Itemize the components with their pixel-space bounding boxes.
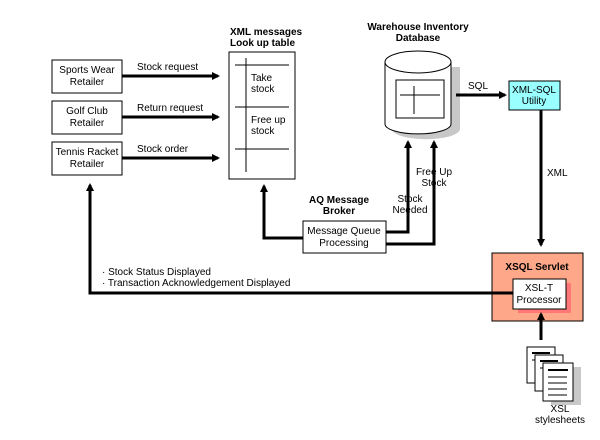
arrow-stock-needed: Stock Needed: [386, 140, 428, 234]
sql-label: SQL: [468, 81, 488, 92]
lookup-row-label: Take: [251, 73, 273, 84]
xsql-servlet: XSQL Servlet XSL-T Processor: [491, 252, 584, 322]
free-up-stock-label: Stock: [421, 178, 447, 189]
arrow-sql: SQL: [456, 81, 507, 99]
lookup-row-label: stock: [251, 84, 275, 95]
arrow-label: Stock request: [137, 62, 198, 73]
arrow-feedback: · Stock Status Displayed · Transaction A…: [86, 183, 513, 295]
broker-box-label: Message Queue: [307, 226, 381, 237]
feedback-label: · Stock Status Displayed: [102, 267, 211, 278]
stylesheets-label: XSL: [551, 404, 570, 415]
lookup-row-label: stock: [251, 126, 275, 137]
retailer-label: Retailer: [70, 159, 105, 170]
free-up-stock-label: Free Up: [416, 167, 453, 178]
arrow-broker-to-lookup: [260, 184, 303, 240]
retailer-label: Sports Wear: [59, 65, 115, 76]
retailer-label: Golf Club: [66, 106, 108, 117]
processor-label: Processor: [516, 295, 562, 306]
broker-title: Broker: [323, 206, 355, 217]
retailer-label: Retailer: [70, 77, 105, 88]
broker-title: AQ Message: [309, 195, 369, 206]
stock-needed-label: Needed: [392, 205, 427, 216]
broker-box-label: Processing: [319, 238, 368, 249]
lookup-table-title: Look up table: [230, 38, 295, 49]
feedback-label: · Transaction Acknowledgement Displayed: [102, 278, 290, 289]
retailer-sports-wear: Sports Wear Retailer: [51, 59, 123, 94]
processor-label: XSL-T: [525, 283, 553, 294]
document-icon: [542, 362, 581, 405]
retailer-label: Tennis Racket: [56, 147, 119, 158]
database-title: Warehouse Inventory: [367, 22, 469, 33]
retailer-label: Retailer: [70, 118, 105, 129]
arrow-return-request: Return request: [122, 103, 220, 121]
arrow-xml: XML: [537, 110, 568, 247]
lookup-table-title: XML messages: [230, 27, 303, 38]
stock-needed-label: Stock: [397, 194, 423, 205]
servlet-title: XSQL Servlet: [505, 262, 569, 273]
aq-message-broker: AQ Message Broker Message Queue Processi…: [302, 195, 387, 254]
xml-label: XML: [547, 168, 568, 179]
retailer-tennis-racket: Tennis Racket Retailer: [51, 141, 123, 176]
utility-label: XML-SQL: [512, 85, 556, 96]
arrow-stock-request: Stock request: [122, 62, 220, 80]
arrow-stock-order: Stock order: [122, 144, 220, 162]
xsl-stylesheets: XSL stylesheets: [526, 346, 585, 426]
database-title: Database: [396, 33, 441, 44]
stylesheets-label: stylesheets: [535, 415, 585, 426]
arrow-label: Stock order: [137, 144, 189, 155]
xml-sql-utility: XML-SQL Utility: [508, 80, 561, 111]
utility-label: Utility: [522, 96, 546, 107]
xml-lookup-table: XML messages Look up table Take stock Fr…: [228, 27, 303, 180]
retailer-golf-club: Golf Club Retailer: [51, 100, 123, 135]
lookup-row-label: Free up: [251, 115, 286, 126]
arrow-free-up-stock: Free Up Stock: [386, 140, 453, 246]
arrow-label: Return request: [137, 103, 203, 114]
warehouse-database: Warehouse Inventory Database: [367, 22, 469, 140]
